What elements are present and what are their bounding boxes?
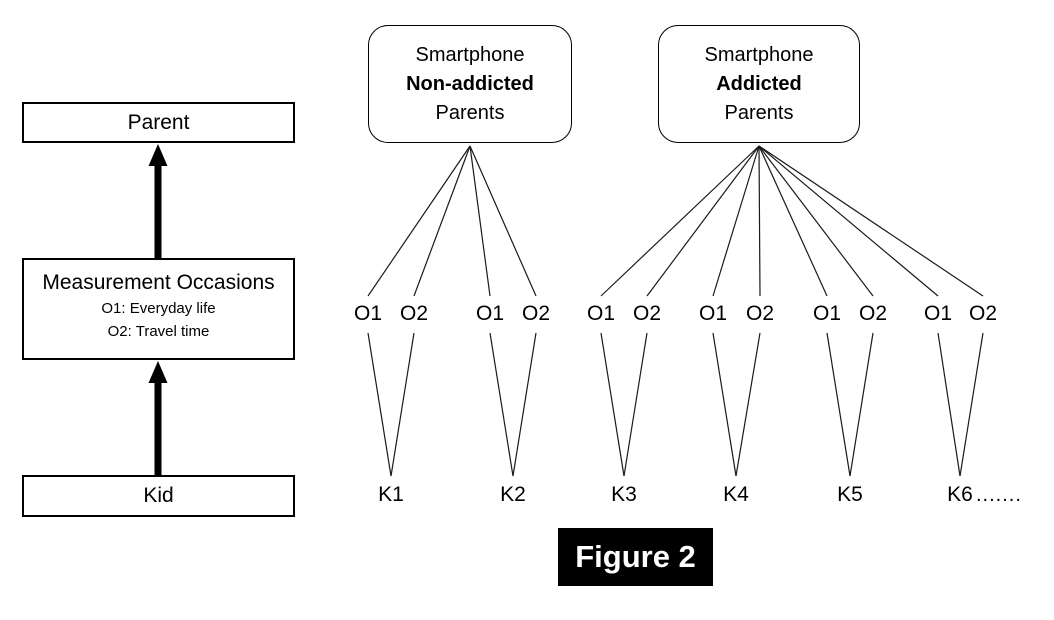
parent-box-label: Parent bbox=[127, 110, 190, 134]
kid-box: Kid bbox=[22, 475, 295, 517]
v-line-o1-k2 bbox=[489, 332, 514, 477]
occasion-label-k1-o2: O2 bbox=[399, 302, 429, 325]
more-kids-ellipsis: ....... bbox=[976, 484, 1022, 506]
fan-line-k3-o2 bbox=[646, 145, 760, 297]
v-line-o1-k3 bbox=[600, 332, 625, 477]
non-addicted-title-line-1: Smartphone bbox=[415, 43, 525, 66]
up-arrow-kid-to-measurement bbox=[148, 361, 168, 475]
non-addicted-title-line-3: Parents bbox=[435, 101, 505, 124]
measurement-box-title: Measurement Occasions bbox=[42, 271, 275, 294]
parent-box: Parent bbox=[22, 102, 295, 143]
fan-line-k3-o1 bbox=[600, 145, 760, 297]
occasion-label-k4-o1: O1 bbox=[698, 302, 728, 325]
v-line-o2-k4 bbox=[735, 332, 761, 477]
occasion-label-k2-o2: O2 bbox=[521, 302, 551, 325]
addicted-title-line-2: Addicted bbox=[716, 72, 802, 95]
fan-line-k4-o2 bbox=[758, 145, 761, 297]
v-line-o2-k3 bbox=[623, 332, 648, 477]
kid-label-k2: K2 bbox=[500, 483, 526, 506]
fan-line-k2-o2 bbox=[469, 145, 537, 297]
fan-line-k5-o1 bbox=[758, 145, 828, 297]
v-line-o2-k6 bbox=[959, 332, 984, 477]
up-arrow-measurement-to-parent bbox=[148, 144, 168, 258]
v-line-o1-k6 bbox=[937, 332, 961, 477]
v-line-o1-k1 bbox=[367, 332, 392, 477]
kid-label-k4: K4 bbox=[723, 483, 749, 506]
fan-line-k6-o1 bbox=[758, 145, 939, 297]
occasion-label-k1-o1: O1 bbox=[353, 302, 383, 325]
v-line-o2-k1 bbox=[390, 332, 415, 477]
fan-line-k1-o2 bbox=[413, 145, 471, 297]
kid-label-k6: K6 bbox=[947, 483, 973, 506]
occasion-label-k3-o1: O1 bbox=[586, 302, 616, 325]
fan-line-k5-o2 bbox=[758, 145, 874, 297]
non-addicted-parents-box: Smartphone Non-addicted Parents bbox=[368, 25, 572, 143]
kid-label-k3: K3 bbox=[611, 483, 637, 506]
occasion-2-description: O2: Travel time bbox=[107, 323, 210, 340]
addicted-title-line-1: Smartphone bbox=[704, 43, 814, 66]
non-addicted-title-line-2: Non-addicted bbox=[406, 72, 534, 95]
fan-line-k2-o1 bbox=[469, 145, 491, 297]
v-line-o2-k2 bbox=[512, 332, 537, 477]
fan-line-k1-o1 bbox=[367, 145, 471, 297]
addicted-title-line-3: Parents bbox=[724, 101, 794, 124]
fan-line-k4-o1 bbox=[712, 145, 760, 297]
kid-box-label: Kid bbox=[143, 484, 174, 507]
occasion-label-k6-o1: O1 bbox=[923, 302, 953, 325]
v-line-o1-k5 bbox=[826, 332, 851, 477]
v-line-o2-k5 bbox=[849, 332, 874, 477]
occasion-label-k4-o2: O2 bbox=[745, 302, 775, 325]
occasion-label-k5-o1: O1 bbox=[812, 302, 842, 325]
kid-label-k1: K1 bbox=[378, 483, 404, 506]
fan-line-k6-o2 bbox=[758, 145, 984, 297]
occasion-label-k2-o1: O1 bbox=[475, 302, 505, 325]
v-line-o1-k4 bbox=[712, 332, 737, 477]
measurement-occasions-box: Measurement Occasions O1: Everyday life … bbox=[22, 258, 295, 360]
occasion-label-k5-o2: O2 bbox=[858, 302, 888, 325]
occasion-1-description: O1: Everyday life bbox=[101, 300, 216, 317]
figure-caption: Figure 2 bbox=[558, 528, 713, 586]
occasion-label-k3-o2: O2 bbox=[632, 302, 662, 325]
addicted-parents-box: Smartphone Addicted Parents bbox=[658, 25, 860, 143]
occasion-label-k6-o2: O2 bbox=[968, 302, 998, 325]
kid-label-k5: K5 bbox=[837, 483, 863, 506]
